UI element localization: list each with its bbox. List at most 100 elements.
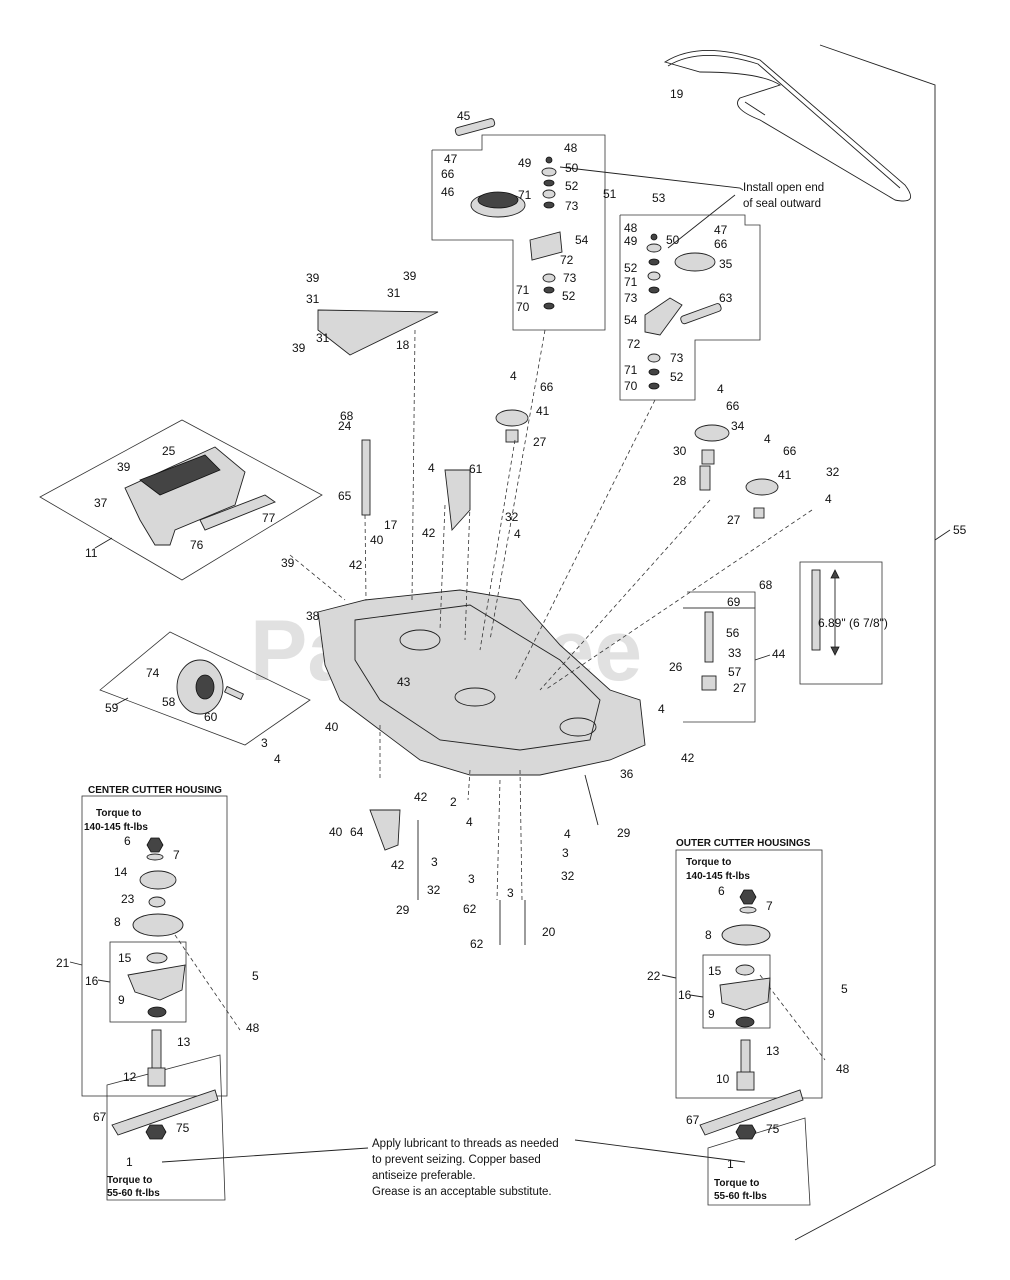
nut-6b — [739, 889, 757, 905]
label-12: 12 — [123, 1070, 137, 1084]
label-52b: 52 — [562, 289, 576, 303]
nut-75b — [735, 1124, 757, 1140]
label-32a: 32 — [826, 465, 840, 479]
note-seal-line2: of seal outward — [743, 198, 821, 210]
outer-torque-bot-2: 55-60 ft-lbs — [714, 1191, 767, 1202]
label-44: 44 — [772, 647, 786, 661]
label-13b: 13 — [766, 1044, 780, 1058]
bracket-55 — [794, 44, 936, 1241]
label-57: 57 — [728, 665, 742, 679]
label-66e: 66 — [783, 444, 797, 458]
label-3c: 3 — [562, 846, 569, 860]
leader-59 — [114, 697, 129, 706]
washer-7b — [739, 906, 757, 914]
label-41a: 41 — [536, 404, 550, 418]
label-19: 19 — [670, 87, 684, 101]
label-62b: 62 — [470, 937, 484, 951]
label-6b: 6 — [718, 884, 725, 898]
pulley-35 — [674, 252, 716, 272]
label-42c: 42 — [681, 751, 695, 765]
box-44 — [683, 607, 756, 723]
label-46: 46 — [441, 185, 455, 199]
bracket-76 — [199, 494, 276, 531]
label-75b: 75 — [766, 1122, 780, 1136]
label-53: 53 — [652, 191, 666, 205]
spring-45 — [454, 118, 496, 136]
center-blade-box — [106, 1054, 226, 1201]
label-36: 36 — [620, 767, 634, 781]
label-32d: 32 — [561, 869, 575, 883]
outer-torque-top-2: 140-145 ft-lbs — [686, 871, 750, 882]
label-10: 10 — [716, 1072, 730, 1086]
spacer-27b — [753, 507, 765, 519]
label-39b: 39 — [403, 269, 417, 283]
spacer-30 — [701, 449, 715, 465]
label-51: 51 — [603, 187, 617, 201]
label-39e: 39 — [281, 556, 295, 570]
pulley-14 — [139, 870, 177, 890]
label-5b: 5 — [841, 982, 848, 996]
wheel-box-59 — [99, 631, 311, 746]
label-4c: 4 — [764, 432, 771, 446]
leader-lube-left — [161, 1147, 369, 1163]
leader-16a — [97, 979, 111, 983]
label-1b: 1 — [727, 1157, 734, 1171]
label-27c: 27 — [733, 681, 747, 695]
bearing-9a — [147, 1006, 167, 1018]
label-9a: 9 — [118, 993, 125, 1007]
bolt-29b — [584, 774, 599, 826]
spindle-housing-9a — [127, 964, 186, 1001]
label-63: 63 — [719, 291, 733, 305]
dimension-rod — [811, 569, 821, 651]
label-52d: 52 — [670, 370, 684, 384]
label-4b: 4 — [510, 369, 517, 383]
idler-arm-54b — [644, 297, 683, 336]
shaft-10-base — [736, 1071, 755, 1091]
label-59: 59 — [105, 701, 119, 715]
leader-seal-1 — [559, 166, 744, 191]
label-64: 64 — [350, 825, 364, 839]
label-25: 25 — [162, 444, 176, 458]
cover-decal-25 — [139, 454, 221, 496]
label-15a: 15 — [118, 951, 132, 965]
label-70b: 70 — [624, 379, 638, 393]
label-29b: 29 — [396, 903, 410, 917]
label-52c: 52 — [624, 261, 638, 275]
center-housing-header: CENTER CUTTER HOUSING — [88, 785, 222, 796]
label-41b: 41 — [778, 468, 792, 482]
label-27b: 27 — [727, 513, 741, 527]
pulley-41a — [495, 409, 529, 427]
label-76: 76 — [190, 538, 204, 552]
label-7b: 7 — [766, 899, 773, 913]
dimension-text: 6.89" (6 7/8") — [818, 616, 888, 630]
outer-housing-header: OUTER CUTTER HOUSINGS — [676, 838, 811, 849]
label-42e: 42 — [391, 858, 405, 872]
label-52a: 52 — [565, 179, 579, 193]
idler-box-53 — [619, 214, 761, 401]
label-49b: 49 — [624, 234, 638, 248]
label-55: 55 — [953, 523, 967, 537]
label-23: 23 — [121, 892, 135, 906]
label-8a: 8 — [114, 915, 121, 929]
label-72a: 72 — [560, 253, 574, 267]
label-56: 56 — [726, 626, 740, 640]
label-11: 11 — [85, 546, 98, 560]
label-4f: 4 — [514, 527, 521, 541]
label-2: 2 — [450, 795, 457, 809]
label-62a: 62 — [463, 902, 477, 916]
leader-21 — [69, 961, 83, 966]
label-3e: 3 — [507, 886, 514, 900]
label-77: 77 — [262, 511, 276, 525]
label-4h: 4 — [658, 702, 665, 716]
nut-6a — [146, 837, 164, 853]
center-torque-bot-1: Torque to — [107, 1175, 152, 1186]
label-33: 33 — [728, 646, 742, 660]
pulley-34 — [694, 424, 730, 442]
label-39c: 39 — [292, 341, 306, 355]
blade-67a — [111, 1089, 219, 1136]
label-65: 65 — [338, 489, 352, 503]
dimension-arrow-top — [830, 569, 840, 579]
blade-67b — [699, 1089, 804, 1136]
label-50b: 50 — [666, 233, 680, 247]
label-3b: 3 — [431, 855, 438, 869]
